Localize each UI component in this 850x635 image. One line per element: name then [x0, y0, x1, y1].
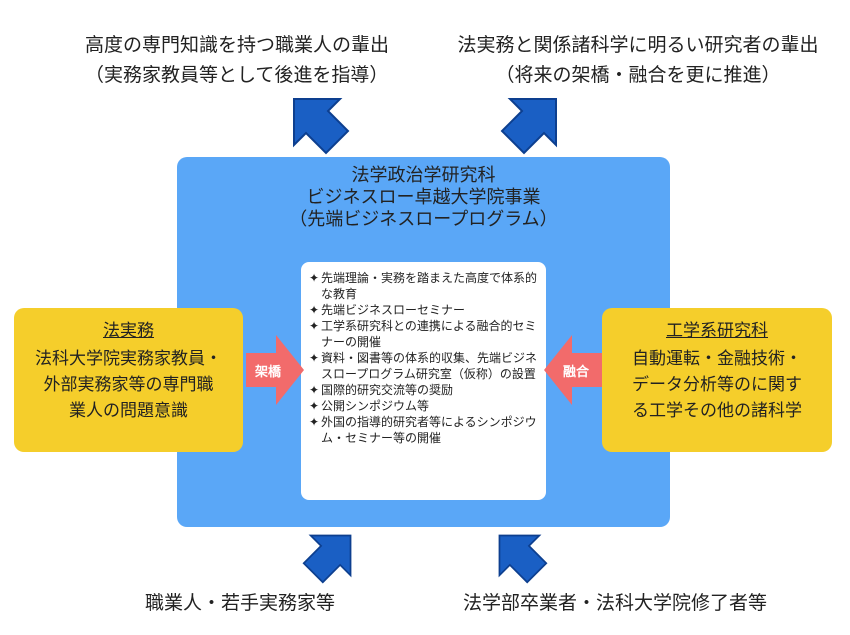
arrow-up-left [293, 98, 350, 155]
star-bullet-icon: ✦ [309, 351, 320, 365]
program-title-line3: （先端ビジネスロープログラム） [289, 209, 558, 230]
star-bullet-icon: ✦ [309, 319, 320, 333]
legal-practice-box: 法実務 法科大学院実務家教員・ 外部実務家等の専門職 業人の問題意識 [14, 308, 243, 452]
input-right: 法学部卒業者・法科大学院修了者等 [462, 592, 767, 614]
engineering-title: 工学系研究科 [666, 321, 768, 341]
input-left: 職業人・若手実務家等 [144, 592, 335, 614]
fusion-arrow [544, 335, 602, 405]
star-bullet-icon: ✦ [309, 271, 320, 285]
activity-item: ✦先端理論・実務を踏まえた高度で体系的な教育 [309, 271, 538, 301]
program-activities-box: ✦先端理論・実務を踏まえた高度で体系的な教育 ✦先端ビジネスローセミナー ✦工学… [301, 262, 546, 500]
activity-item: ✦資料・図書等の体系的収集、先端ビジネスロープログラム研究室（仮称）の設置 [309, 351, 538, 381]
program-title: 法学政治学研究科 ビジネスロー卓越大学院事業 （先端ビジネスロープログラム） [177, 165, 670, 231]
activity-item: ✦先端ビジネスローセミナー [309, 303, 466, 317]
program-activities-list: ✦先端理論・実務を踏まえた高度で体系的な教育 ✦先端ビジネスローセミナー ✦工学… [301, 262, 546, 446]
output-left-line2: （実務家教員等として後進を指導） [85, 64, 389, 86]
output-right-line1: 法実務と関係諸科学に明るい研究者の輩出 [457, 34, 819, 56]
legal-practice-body: 法科大学院実務家教員・ 外部実務家等の専門職 業人の問題意識 [35, 349, 222, 421]
star-bullet-icon: ✦ [309, 383, 320, 397]
output-left-line1: 高度の専門知識を持つ職業人の輩出 [85, 34, 390, 56]
bridge-label: 架橋 [254, 365, 281, 380]
fusion-label: 融合 [562, 365, 589, 380]
arrow-in-left [302, 534, 352, 584]
program-title-line2: ビジネスロー卓越大学院事業 [306, 187, 541, 208]
arrow-in-right [498, 534, 548, 584]
activity-item: ✦工学系研究科との連携による融合的セミナーの開催 [309, 319, 537, 349]
output-right: 法実務と関係諸科学に明るい研究者の輩出 （将来の架橋・融合を更に推進） [452, 30, 824, 90]
bridge-arrow [246, 335, 304, 405]
output-right-line2: （将来の架橋・融合を更に推進） [495, 64, 781, 86]
activity-item: ✦国際的研究交流等の奨励 [309, 383, 454, 397]
activity-item: ✦外国の指導的研究者等によるシンポジウム・セミナー等の開催 [309, 415, 537, 445]
output-left: 高度の専門知識を持つ職業人の輩出 （実務家教員等として後進を指導） [85, 30, 390, 90]
star-bullet-icon: ✦ [309, 415, 320, 429]
engineering-body: 自動運転・金融技術・ データ分析等のに関す る工学その他の諸科学 [632, 349, 802, 421]
activity-item: ✦公開シンポジウム等 [309, 399, 430, 413]
engineering-box: 工学系研究科 自動運転・金融技術・ データ分析等のに関す る工学その他の諸科学 [602, 308, 832, 452]
arrow-up-right [500, 98, 557, 155]
program-title-line1: 法学政治学研究科 [351, 165, 496, 186]
legal-practice-title: 法実務 [103, 321, 154, 341]
star-bullet-icon: ✦ [309, 399, 320, 413]
star-bullet-icon: ✦ [309, 303, 320, 317]
